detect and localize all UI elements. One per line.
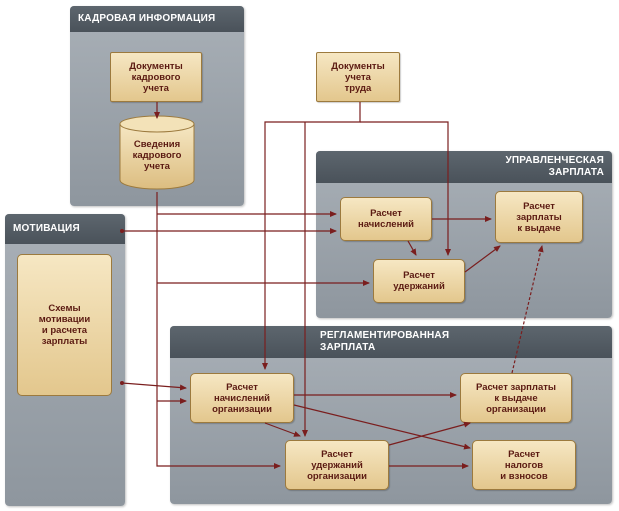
panel-upr-title: УПРАВЛЕНЧЕСКАЯ ЗАРПЛАТА <box>505 155 604 178</box>
node-schemy: Схемы мотивации и расчета зарплаты <box>17 254 112 396</box>
panel-upr-header: УПРАВЛЕНЧЕСКАЯ ЗАРПЛАТА <box>316 151 612 183</box>
arrow-schemy-to-nach-org <box>121 382 187 391</box>
node-nach-org: Расчет начислений организации <box>190 373 294 423</box>
arrow-nach-org-to-nalogi <box>293 404 471 450</box>
node-raschet-nach: Расчет начислений <box>340 197 432 241</box>
node-docs-trud: Документы учета труда <box>316 52 400 102</box>
arrow-nach-org-to-uder-org <box>264 422 301 437</box>
node-docs-kadr: Документы кадрового учета <box>110 52 202 102</box>
panel-kadr-header: КАДРОВАЯ ИНФОРМАЦИЯ <box>70 6 244 32</box>
node-nalogi: Расчет налогов и взносов <box>472 440 576 490</box>
arrow-zp-vyd-org-to-zp-vyd <box>511 245 544 374</box>
arrow-uder-to-zp-vyd <box>464 245 501 273</box>
panel-regl-header: РЕГЛАМЕНТИРОВАННАЯ ЗАРПЛАТА <box>170 326 612 358</box>
panel-motiv-title: МОТИВАЦИЯ <box>13 223 80 234</box>
arrow-svedenia-trunk <box>156 192 281 469</box>
panel-motiv-header: МОТИВАЦИЯ <box>5 214 125 244</box>
node-svedenia: Сведения кадрового учета <box>132 138 182 172</box>
arrow-nach-to-uder <box>407 240 417 256</box>
node-uder-org: Расчет удержаний организации <box>285 440 389 490</box>
panel-kadr-title: КАДРОВАЯ ИНФОРМАЦИЯ <box>78 13 216 24</box>
arrow-docs-trud-trunk <box>262 102 361 370</box>
arrow-docs-trud-to-nach <box>360 121 451 256</box>
database-icon <box>119 115 195 190</box>
node-zp-vyd-org: Расчет зарплаты к выдаче организации <box>460 373 572 423</box>
node-raschet-uder: Расчет удержаний <box>373 259 465 303</box>
arrow-uder-org-to-zp-vyd-org <box>388 421 471 446</box>
panel-regl-title: РЕГЛАМЕНТИРОВАННАЯ ЗАРПЛАТА <box>320 330 450 353</box>
node-raschet-zp-vyd: Расчет зарплаты к выдаче <box>495 191 583 243</box>
